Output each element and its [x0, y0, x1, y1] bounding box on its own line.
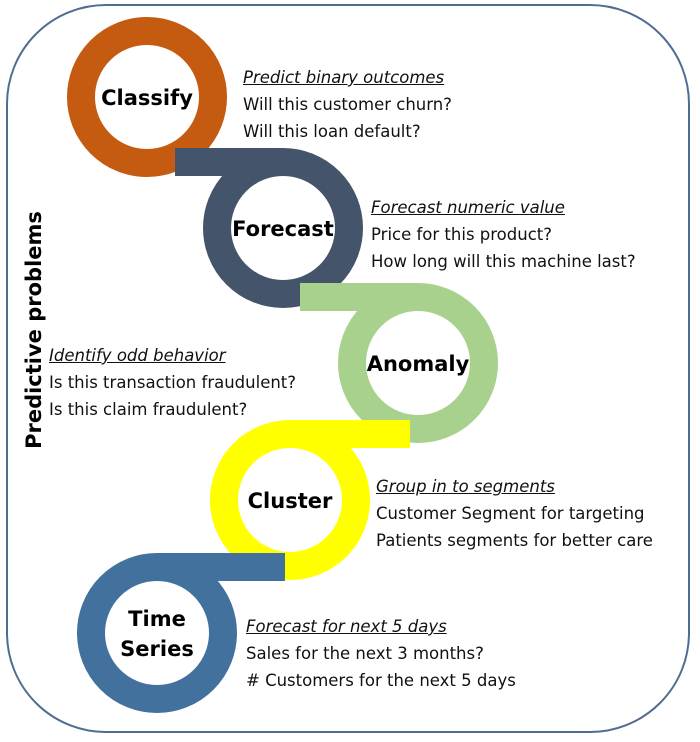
ring-label: Series: [120, 637, 194, 661]
ring: [338, 283, 498, 443]
ring-label: Classify: [101, 86, 193, 110]
ring: [203, 148, 363, 308]
step-example: Is this transaction fraudulent?: [49, 373, 297, 392]
ring-label: Time: [128, 607, 186, 631]
step-example: How long will this machine last?: [371, 252, 636, 271]
step-example: Price for this product?: [371, 225, 553, 244]
ring: [67, 17, 227, 177]
ring: [77, 553, 237, 713]
ring-label: Cluster: [248, 489, 333, 513]
step-description-classify: Predict binary outcomes Will this custom…: [243, 64, 452, 145]
ring: [210, 420, 370, 580]
step-heading: Forecast numeric value: [371, 198, 565, 217]
diagram-frame: [6, 4, 690, 733]
step-example: Sales for the next 3 months?: [246, 644, 484, 663]
step-example: Is this claim fraudulent?: [49, 400, 248, 419]
step-heading: Identify odd behavior: [49, 346, 226, 365]
step-heading: Group in to segments: [376, 477, 555, 496]
step-example: Customer Segment for targeting: [376, 504, 645, 523]
step-description-cluster: Group in to segments Customer Segment fo…: [376, 473, 653, 554]
ring-label: Forecast: [232, 217, 334, 241]
step-description-forecast: Forecast numeric value Price for this pr…: [371, 194, 636, 275]
side-title: Predictive problems: [22, 211, 46, 449]
ring-step-classify: Classify: [67, 17, 227, 177]
step-heading: Forecast for next 5 days: [246, 617, 447, 636]
step-description-anomaly: Identify odd behavior Is this transactio…: [49, 342, 296, 423]
step-heading: Predict binary outcomes: [243, 68, 445, 87]
ring-step-cluster: Cluster: [210, 420, 410, 580]
step-example: Patients segments for better care: [376, 531, 653, 550]
ring-label: Anomaly: [367, 352, 470, 376]
step-example: Will this loan default?: [243, 122, 421, 141]
step-example: # Customers for the next 5 days: [246, 671, 516, 690]
ring-step-anomaly: Anomaly: [300, 283, 498, 443]
ring-step-forecast: Forecast: [175, 148, 363, 308]
step-example: Will this customer churn?: [243, 95, 452, 114]
step-description-time-series: Forecast for next 5 days Sales for the n…: [246, 613, 516, 694]
